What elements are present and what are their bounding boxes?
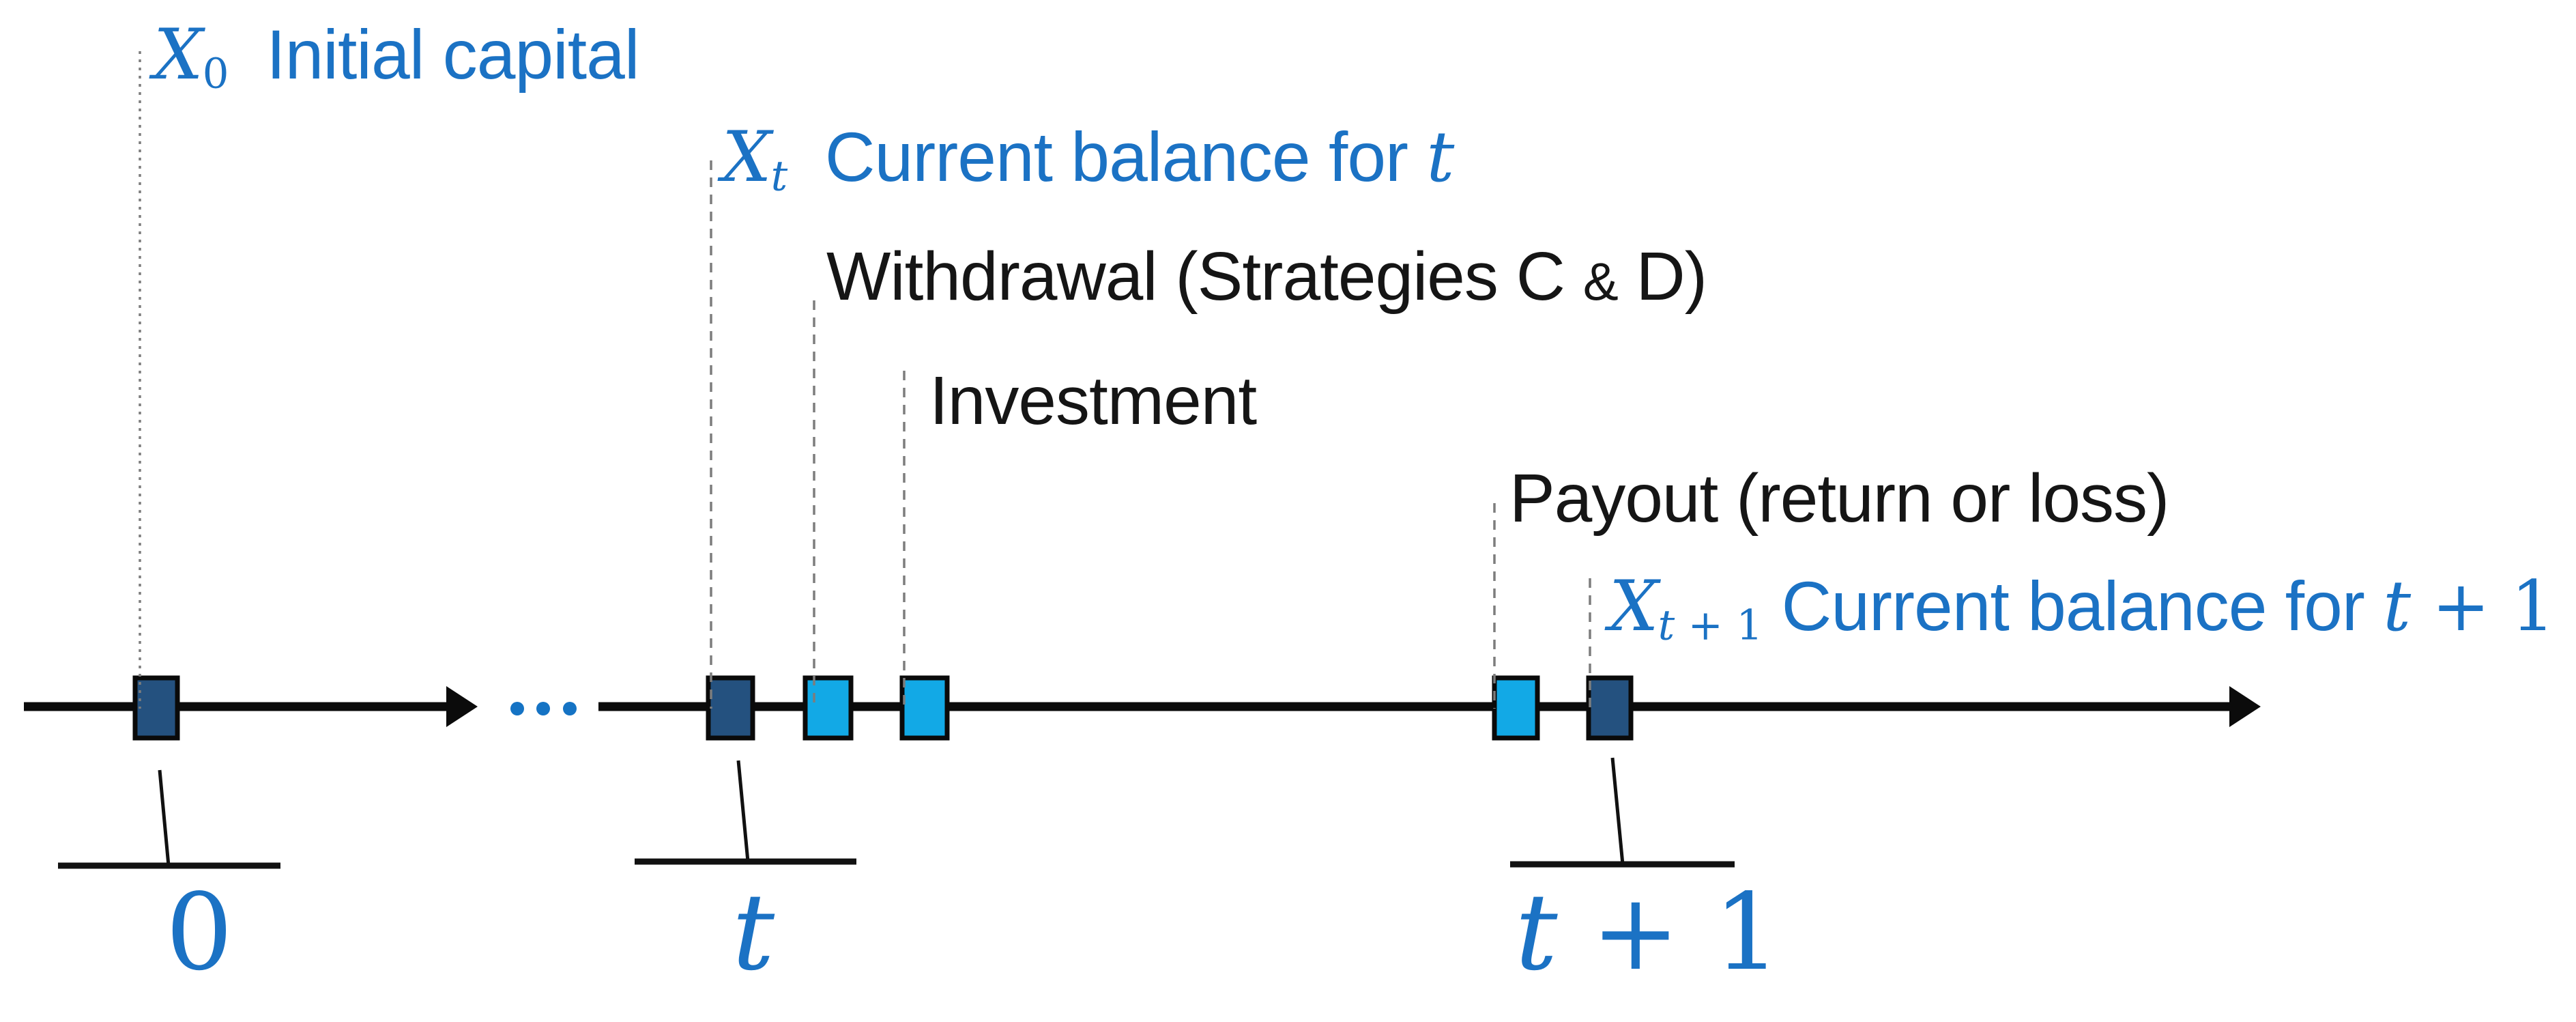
initial-capital-label: X0 Initial capital xyxy=(154,16,640,98)
investment-marker xyxy=(899,675,950,741)
investment-label: Investment xyxy=(929,363,1257,439)
x0-segment: X xyxy=(154,14,203,96)
time-t-label: t xyxy=(732,879,775,985)
withdrawal-segment: & xyxy=(1582,251,1619,311)
current-balance-t-label: Xt Current balance for t xyxy=(722,118,1454,201)
xt1-segment: t xyxy=(2383,566,2411,647)
withdrawal-label: Withdrawal (Strategies C & D) xyxy=(826,241,1707,312)
tick-t1-vertical xyxy=(1610,757,1625,865)
ellipsis-dot-3 xyxy=(563,702,577,715)
payout-marker xyxy=(1492,675,1540,741)
balance-t-marker xyxy=(706,675,755,741)
xt-segment: Current balance for xyxy=(787,118,1427,196)
xt-segment: X xyxy=(722,117,772,198)
current-balance-t1-label: Xt + 1 Current balance for t + 1 xyxy=(1609,567,2555,650)
time-0-label: 0 xyxy=(166,879,233,985)
xt1-segment: + 1 xyxy=(1675,601,1763,650)
x0-segment: 0 xyxy=(202,49,229,98)
xt1-segment: + 1 xyxy=(2410,566,2556,647)
zero-segment: 0 xyxy=(165,870,233,994)
xt1-segment: X xyxy=(1609,566,1659,647)
withdrawal-segment: Withdrawal (Strategies C xyxy=(826,238,1583,315)
timeline-arrow-left-head xyxy=(446,686,478,727)
balance-t1-marker xyxy=(1586,675,1634,741)
tick-0-vertical xyxy=(158,769,171,866)
xt-segment: t xyxy=(770,152,788,201)
t_plus_1-segment: + 1 xyxy=(1557,870,1781,994)
ellipsis-dot-2 xyxy=(536,702,550,715)
t-segment: t xyxy=(732,870,775,994)
t_plus_1-segment: t xyxy=(1515,870,1558,994)
xt1-segment: Current balance for xyxy=(1763,567,2384,645)
ellipsis-dot-1 xyxy=(510,702,524,715)
payout-label: Payout (return or loss) xyxy=(1509,463,2169,534)
withdrawal-segment: D) xyxy=(1617,238,1708,315)
x0-segment: Initial capital xyxy=(229,16,639,94)
xt1-segment: t xyxy=(1658,601,1675,650)
payout-segment: Payout (return or loss) xyxy=(1509,460,2169,537)
time-t1-label: t + 1 xyxy=(1515,879,1780,985)
initial-capital-marker xyxy=(132,675,180,741)
timeline-arrow-right-head xyxy=(2229,686,2261,727)
xt-segment: t xyxy=(1426,117,1454,198)
investment-segment: Investment xyxy=(929,363,1257,439)
withdrawal-marker xyxy=(802,675,854,741)
tick-t-vertical xyxy=(736,760,750,862)
